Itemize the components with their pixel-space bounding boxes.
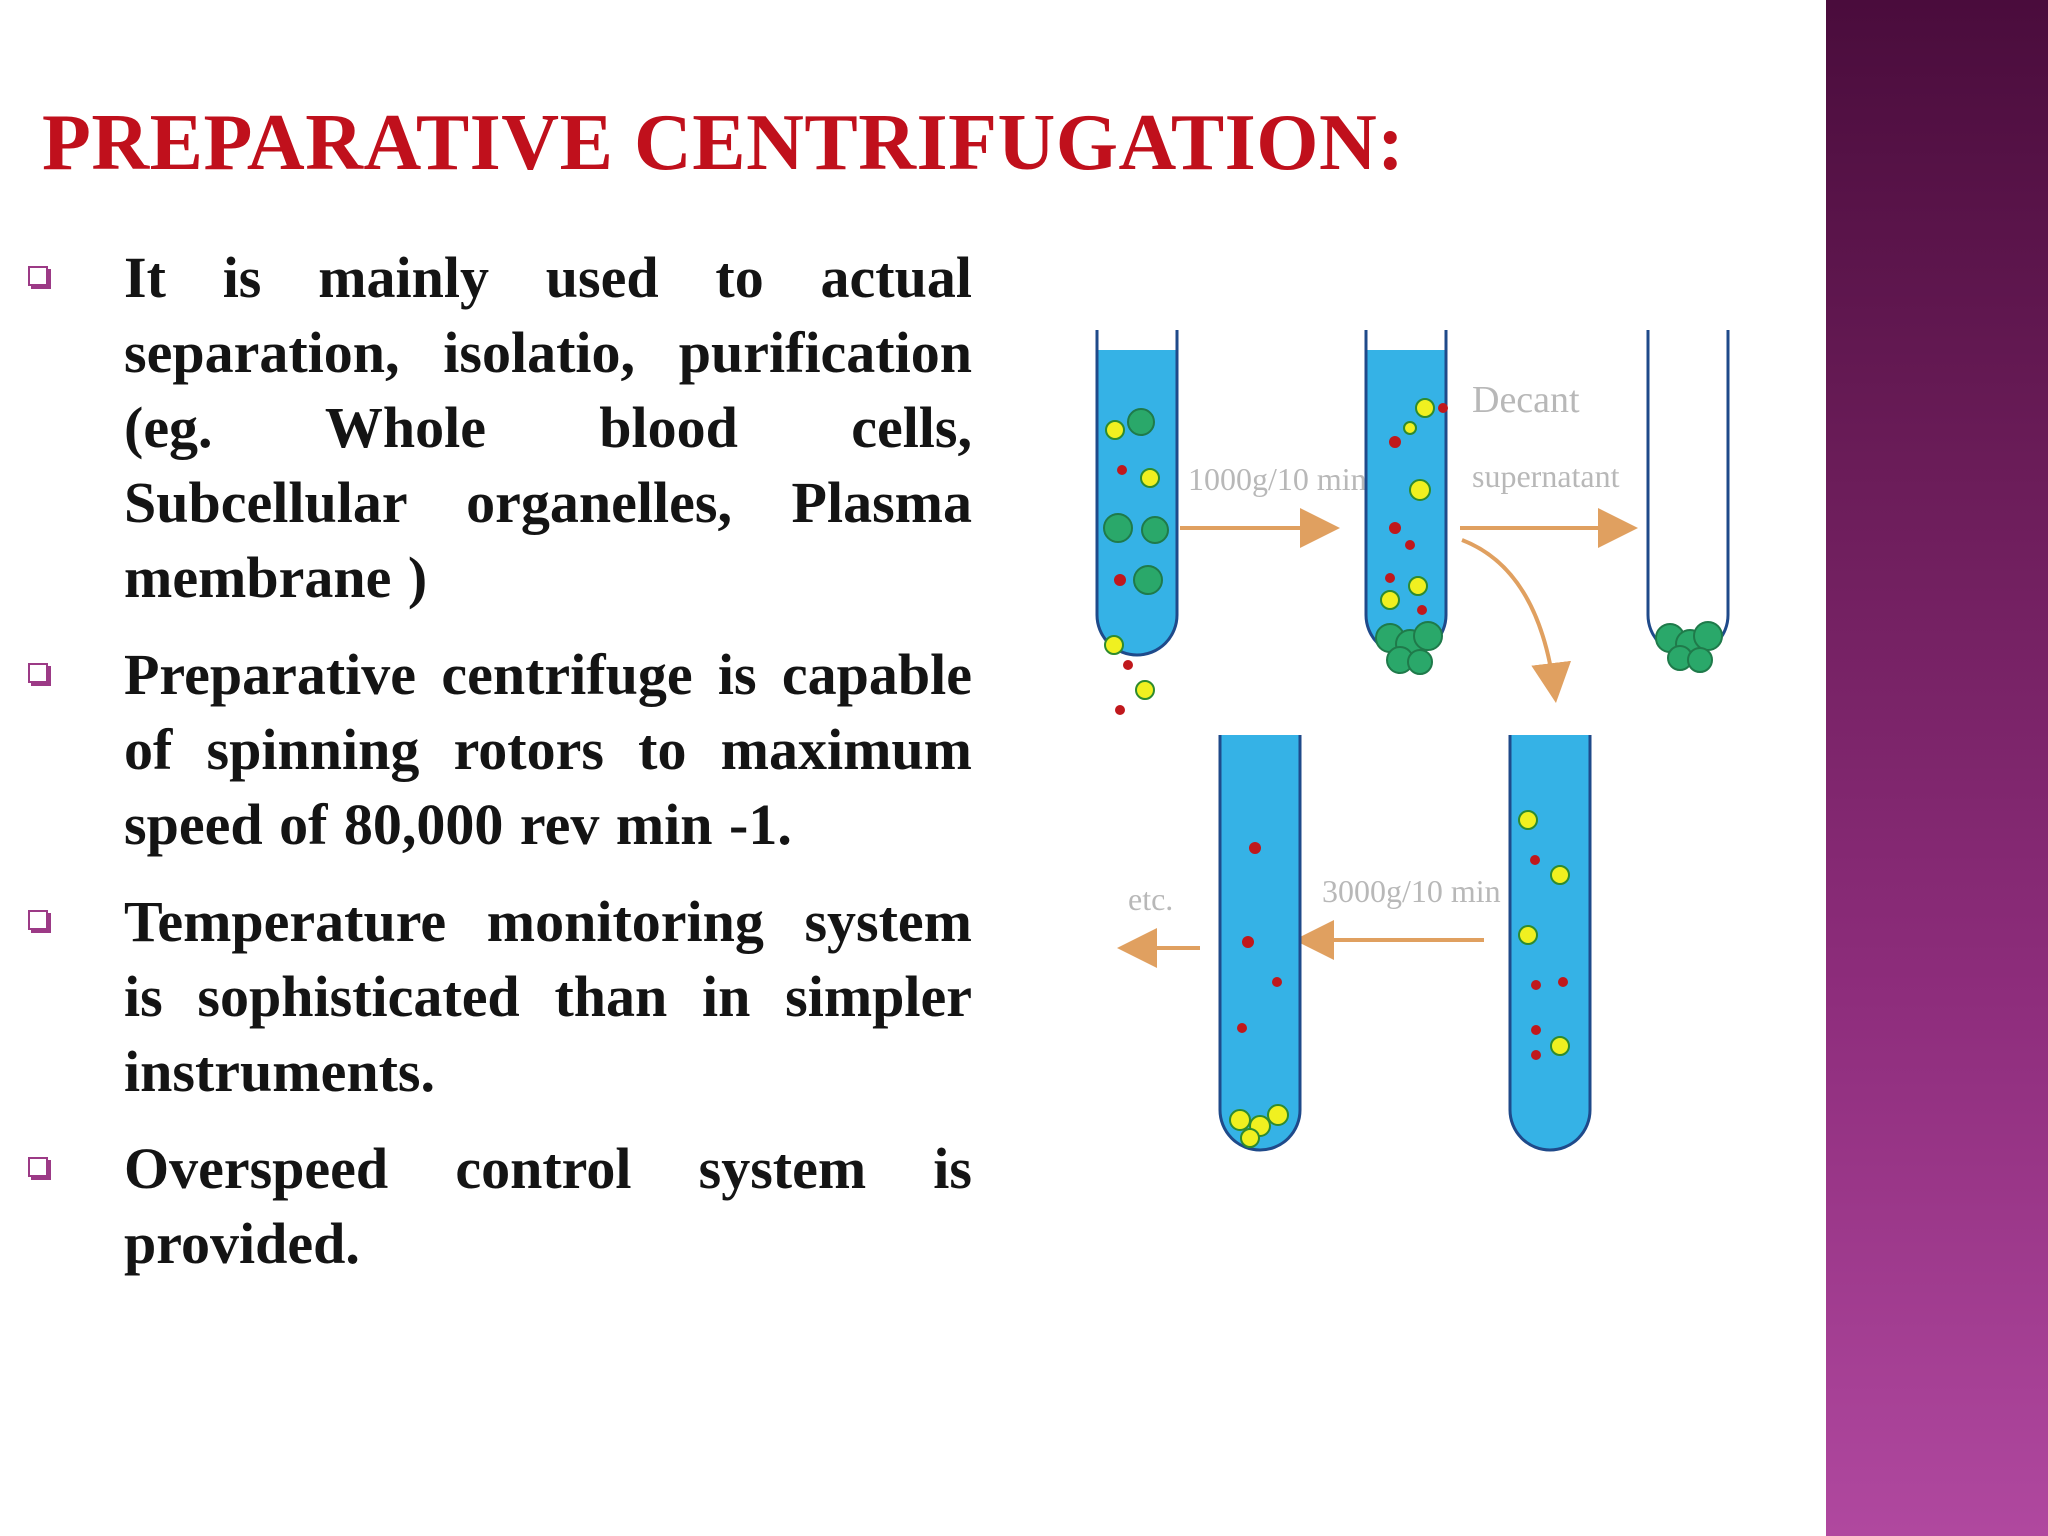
bullet-list: It is mainly used to actual separation, … bbox=[22, 240, 972, 1303]
bullet-item: It is mainly used to actual separation, … bbox=[22, 240, 972, 615]
centrifugation-diagram: 1000g/10 min Decant supernatant bbox=[1095, 330, 1730, 1152]
square-bullet-icon bbox=[28, 910, 48, 930]
bullet-item: Overspeed control system is provided. bbox=[22, 1131, 972, 1281]
label-supernatant: supernatant bbox=[1472, 458, 1620, 494]
test-tube-1 bbox=[1095, 330, 1179, 715]
bullet-text: It is mainly used to actual separation, … bbox=[124, 245, 972, 610]
bullet-item: Preparative centrifuge is capable of spi… bbox=[22, 637, 972, 862]
test-tube-5 bbox=[1218, 735, 1302, 1152]
square-bullet-icon bbox=[28, 663, 48, 683]
slide-title: PREPARATIVE CENTRIFUGATION: bbox=[42, 99, 1405, 187]
test-tube-3 bbox=[1646, 330, 1730, 673]
label-spin-1: 1000g/10 min bbox=[1188, 461, 1367, 497]
test-tube-4 bbox=[1508, 735, 1592, 1152]
test-tube-2 bbox=[1364, 330, 1448, 675]
square-bullet-icon bbox=[28, 266, 48, 286]
arrow-decant-down bbox=[1461, 538, 1572, 703]
bullet-text: Preparative centrifuge is capable of spi… bbox=[124, 642, 972, 857]
bullet-text: Temperature monitoring system is sophist… bbox=[124, 889, 972, 1104]
label-decant: Decant bbox=[1472, 379, 1580, 421]
label-etc: etc. bbox=[1128, 881, 1173, 917]
label-spin-2: 3000g/10 min bbox=[1322, 873, 1501, 909]
bullet-text: Overspeed control system is provided. bbox=[124, 1136, 972, 1276]
square-bullet-icon bbox=[28, 1157, 48, 1177]
bullet-item: Temperature monitoring system is sophist… bbox=[22, 884, 972, 1109]
decorative-side-band bbox=[1826, 0, 2048, 1536]
